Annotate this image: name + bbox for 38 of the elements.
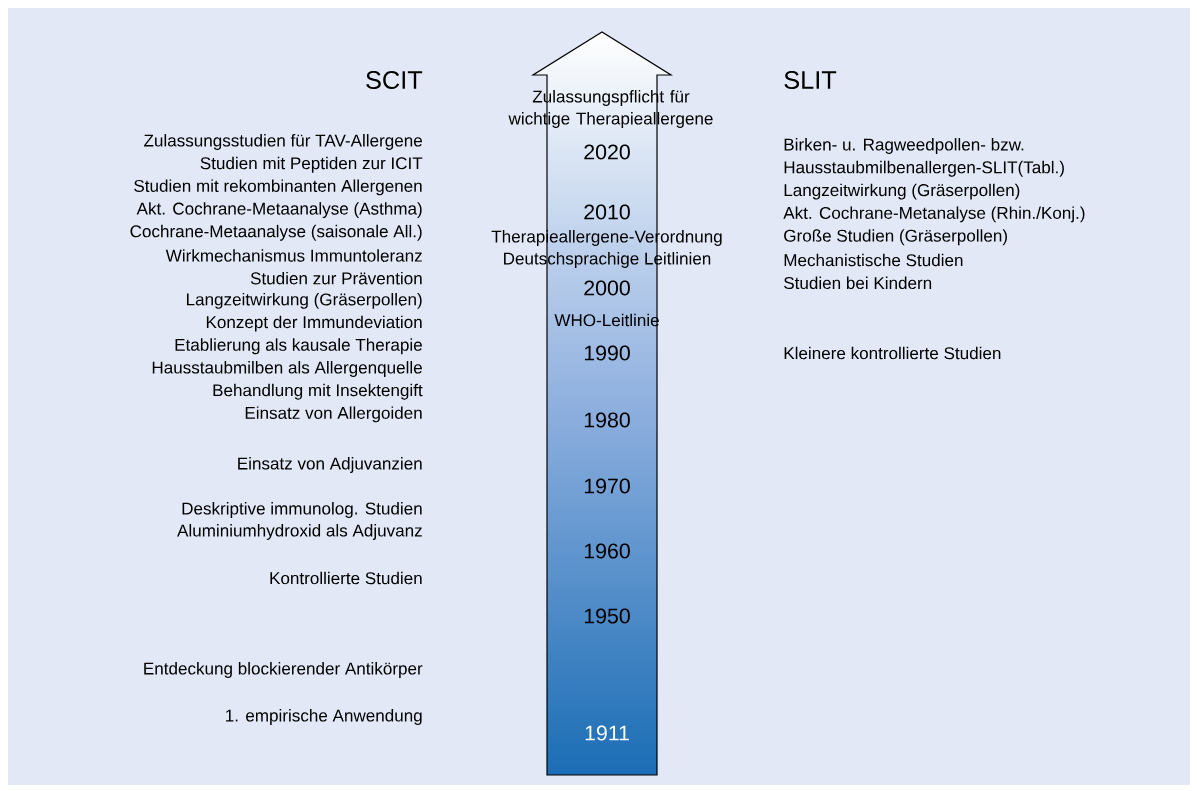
- year-label: 2010: [584, 204, 630, 220]
- milestone-label: Langzeitwirkung (Gräserpollen): [784, 183, 1020, 200]
- year-label: 1970: [584, 478, 630, 494]
- milestone-label: Studien mit rekombinanten Allergenen: [134, 179, 422, 196]
- milestone-label: Kontrollierte Studien: [270, 571, 422, 585]
- year-label: 1911: [585, 725, 629, 741]
- year-label: 1980: [584, 412, 630, 428]
- milestone-label: Birken- u. Ragweedpollen- bzw.: [784, 138, 1024, 154]
- milestone-label: Akt. Cochrane-Metaanalyse (Asthma): [136, 202, 422, 219]
- milestone-label: Studien bei Kindern: [784, 276, 932, 290]
- milestone-label: Langzeitwirkung (Gräserpollen): [187, 292, 422, 309]
- milestone-label: Zulassungsstudien für TAV-Allergene: [144, 134, 422, 150]
- milestone-label: Einsatz von Adjuvanzien: [238, 457, 422, 473]
- milestone-label: Große Studien (Gräserpollen): [784, 229, 1007, 246]
- milestone-label: 1. empirische Anwendung: [226, 709, 422, 725]
- milestone-label: Etablierung als kausale Therapie: [175, 338, 422, 355]
- year-label: 2020: [584, 144, 630, 160]
- year-label: 2000: [584, 280, 630, 296]
- milestone-label: Kleinere kontrollierte Studien: [784, 346, 1001, 360]
- column-heading: SCIT: [366, 71, 423, 89]
- milestone-label: Konzept der Immundeviation: [206, 315, 422, 332]
- milestone-label: Studien mit Peptiden zur ICIT: [200, 156, 423, 173]
- column-heading: SLIT: [784, 71, 837, 89]
- milestone-label: Studien zur Prävention: [250, 271, 422, 285]
- year-label: 1950: [584, 608, 630, 624]
- milestone-label: Akt. Cochrane-Metanalyse (Rhin./Konj.): [783, 206, 1085, 223]
- milestone-label: Aluminiumhydroxid als Adjuvanz: [177, 524, 422, 540]
- milestone-label: Hausstaubmilben als Allergenquelle: [152, 361, 422, 377]
- milestone-label: Cochrane-Metaanalyse (saisonale All.): [130, 224, 422, 241]
- milestone-label: Wirkmechanismus Immuntoleranz: [165, 249, 422, 262]
- milestone-label: Einsatz von Allergoiden: [245, 406, 422, 423]
- milestone-label: Deskriptive immunolog. Studien: [182, 502, 422, 518]
- milestone-label: Entdeckung blockierender Antikörper: [144, 662, 423, 678]
- milestone-label: Behandlung mit Insektengift: [213, 383, 423, 400]
- milestone-label: Hausstaubmilbenallergen-SLIT(Tabl.): [784, 160, 1064, 177]
- milestone-label: Mechanistische Studien: [784, 253, 963, 267]
- year-label: 1960: [584, 543, 630, 559]
- year-label: 1990: [584, 345, 630, 361]
